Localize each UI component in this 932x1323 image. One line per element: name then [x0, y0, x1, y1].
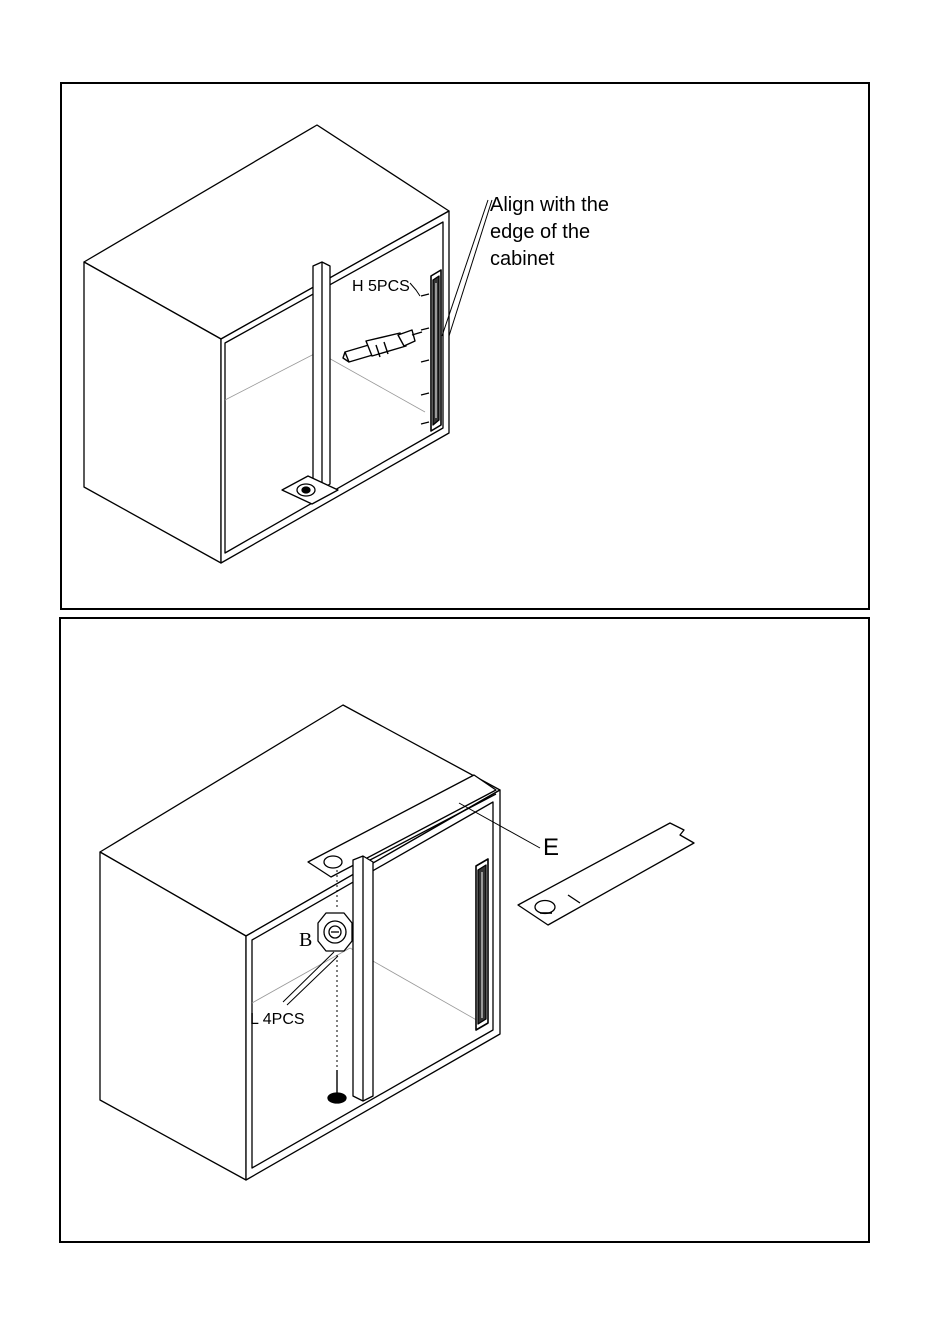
part-b-label: B: [299, 929, 312, 951]
screw-l-label: L 4PCS: [250, 1011, 305, 1028]
part-e-label: E: [543, 834, 559, 861]
drawer-runner-2: [476, 859, 488, 1030]
cam-fitting-b: [318, 913, 352, 951]
